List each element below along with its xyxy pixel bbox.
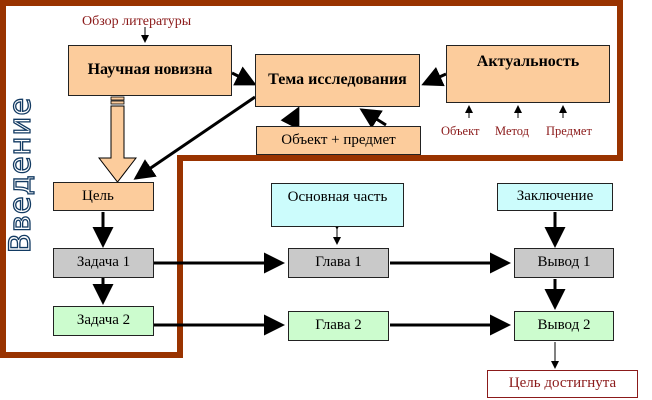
object-subject-box: Объект + предмет	[256, 126, 421, 155]
arrow-topic-to-goal	[133, 95, 256, 180]
relevance-subject-label: Предмет	[546, 124, 592, 138]
result2-box: Вывод 2	[514, 311, 614, 341]
chapter2-box: Глава 2	[288, 311, 389, 341]
relevance-method-label: Метод	[495, 124, 530, 138]
main-part-box: Основная часть	[271, 183, 404, 227]
relevance-object-label: Объект	[441, 124, 480, 138]
arrow-relevance-to-topic	[421, 66, 447, 87]
hollow-arrow-novelty-to-goal	[97, 96, 138, 183]
introduction-side-label: Введение	[2, 96, 37, 254]
goal-reached-box: Цель достигнута	[487, 370, 638, 398]
task1-box: Задача 1	[53, 248, 154, 278]
chapter1-box: Глава 1	[288, 248, 389, 278]
conclusion-box: Заключение	[497, 183, 613, 211]
topic-box: Тема исследования	[255, 54, 420, 107]
arrow-object-to-topic	[280, 106, 300, 130]
novelty-box: Научная новизна	[68, 45, 232, 96]
arrow-novelty-to-topic	[231, 66, 257, 86]
introduction-frame	[0, 0, 623, 358]
task2-box: Задача 2	[53, 306, 154, 336]
goal-box: Цель	[53, 182, 154, 211]
relevance-box: Актуальность	[446, 45, 610, 103]
result1-box: Вывод 1	[514, 248, 614, 278]
arrow-object-to-topic-right	[359, 108, 387, 129]
literature-review-label: Обзор литературы	[82, 14, 192, 29]
